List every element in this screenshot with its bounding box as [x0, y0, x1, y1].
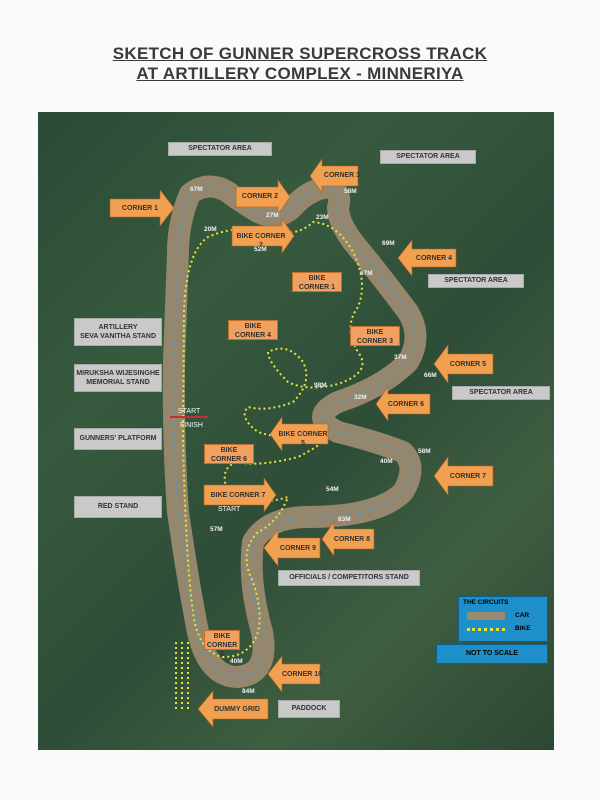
dummy-grid-arrow [197, 690, 269, 728]
bike-corner-7-arrow [203, 477, 277, 513]
distance-66m: 66M [424, 372, 437, 379]
legend-bike-label: BIKE [515, 625, 531, 632]
distance-20m: 20M [204, 226, 217, 233]
bike-corner-7-label: BIKE CORNER 7 [210, 492, 266, 499]
distance-67m-b: 67M [360, 270, 373, 277]
dummy-grid-label: DUMMY GRID [214, 706, 260, 713]
start-label: START [178, 408, 201, 415]
corner-5-arrow [433, 344, 494, 384]
bike-corner-4: BIKE CORNER 4 [228, 320, 278, 340]
bike-corner-6: BIKE CORNER 6 [204, 444, 254, 464]
red-stand: RED STAND [74, 496, 162, 518]
distance-84m: 84M [242, 688, 255, 695]
track-svg [109, 158, 494, 728]
circuits-legend: THE CIRCUITS CAR BIKE [458, 596, 548, 642]
bike-corner-3-line-2: CORNER 3 [356, 338, 394, 345]
bike-corner-2-label: BIKE CORNER 2 [236, 233, 286, 249]
distance-54m: 54M [326, 486, 339, 493]
corner-7-arrow [433, 456, 494, 496]
bike-corner-8: BIKE CORNER 8 [204, 630, 240, 658]
bike-corner-8-line-1: BIKE [213, 633, 231, 640]
legend-car-label: CAR [515, 612, 530, 619]
legend-title: THE CIRCUITS [463, 599, 509, 606]
distance-83m: 83M [338, 516, 351, 523]
corner-8-label: CORNER 8 [333, 536, 371, 543]
bike-corner-5-label: BIKE CORNER 5 [278, 431, 328, 447]
distance-40m-b: 40M [230, 658, 243, 665]
miruksha-stand-line-1: MIRUKSHA WIJESINGHE [76, 370, 160, 377]
distance-69m: 69M [382, 240, 395, 247]
corner-6-arrow [375, 386, 431, 422]
bike-corner-5-arrow [269, 416, 329, 452]
track-map: SPECTATOR AREA SPECTATOR AREA SPECTATOR … [38, 112, 554, 750]
paddock: PADDOCK [278, 700, 340, 718]
distance-98m: 98M [314, 382, 327, 389]
distance-52m: 52M [254, 246, 267, 253]
artillery-stand: ARTILLERY SEVA VANITHA STAND [74, 318, 162, 346]
corner-3-label: CORNER 3 [323, 172, 361, 179]
corner-1-label: CORNER 1 [121, 205, 159, 212]
bike-corner-3-line-1: BIKE [366, 329, 384, 336]
distance-23m: 23M [316, 214, 329, 221]
legend-bike-swatch [467, 628, 505, 631]
corner-10-label: CORNER 10 [281, 671, 323, 678]
corner-9-label: CORNER 9 [279, 545, 317, 552]
spectator-area-4: SPECTATOR AREA [452, 386, 550, 400]
corner-3-arrow [309, 158, 359, 194]
distance-32m: 32M [354, 394, 367, 401]
artillery-stand-line-1: ARTILLERY [98, 324, 138, 331]
legend-car-swatch [467, 612, 505, 620]
bike-corner-6-line-1: BIKE [220, 447, 238, 454]
corner-6-label: CORNER 6 [387, 401, 425, 408]
bike-corner-1-line-1: BIKE [308, 275, 326, 282]
corner-4-label: CORNER 4 [415, 255, 453, 262]
bike-corner-6-line-2: CORNER 6 [210, 456, 248, 463]
start-label-2: START [218, 506, 241, 513]
corner-7-label: CORNER 7 [449, 473, 487, 480]
distance-57m: 57M [210, 526, 223, 533]
bike-corner-8-line-2: CORNER 8 [206, 642, 238, 658]
distance-58m: 58M [344, 188, 357, 195]
not-to-scale-label: NOT TO SCALE [436, 644, 548, 664]
spectator-area-2: SPECTATOR AREA [380, 150, 476, 164]
corner-4-arrow [397, 239, 457, 277]
bike-corner-3: BIKE CORNER 3 [350, 326, 400, 346]
finish-label: FINISH [180, 422, 203, 429]
corner-10-arrow [267, 655, 321, 693]
artillery-stand-line-2: SEVA VANITHA STAND [79, 333, 157, 340]
distance-67m: 67M [190, 186, 203, 193]
title-line-2: AT ARTILLERY COMPLEX - MINNERIYA [136, 64, 464, 83]
bike-corner-1: BIKE CORNER 1 [292, 272, 342, 292]
corner-8-arrow [321, 521, 375, 557]
bike-corner-4-line-2: CORNER 4 [234, 332, 272, 339]
corner-9-arrow [263, 529, 321, 567]
spectator-area-1: SPECTATOR AREA [168, 142, 272, 156]
bike-corner-1-line-2: CORNER 1 [298, 284, 336, 291]
miruksha-stand-line-2: MEMORIAL STAND [86, 379, 150, 386]
corner-5-label: CORNER 5 [449, 361, 487, 368]
officials-stand: OFFICIALS / COMPETITORS STAND [278, 570, 420, 586]
distance-40m: 40M [380, 458, 393, 465]
corner-2-label: CORNER 2 [241, 193, 279, 200]
corner-1-arrow [109, 189, 175, 227]
distance-27m: 27M [266, 212, 279, 219]
bike-corner-2-arrow [231, 218, 295, 254]
title-line-1: SKETCH OF GUNNER SUPERCROSS TRACK [112, 44, 488, 63]
distance-37m: 37M [394, 354, 407, 361]
miruksha-stand: MIRUKSHA WIJESINGHE MEMORIAL STAND [74, 364, 162, 392]
spectator-area-3: SPECTATOR AREA [428, 274, 524, 288]
corner-2-arrow [235, 179, 291, 215]
gunners-platform: GUNNERS' PLATFORM [74, 428, 162, 450]
distance-58m-b: 58M [418, 448, 431, 455]
bike-corner-4-line-1: BIKE [244, 323, 262, 330]
